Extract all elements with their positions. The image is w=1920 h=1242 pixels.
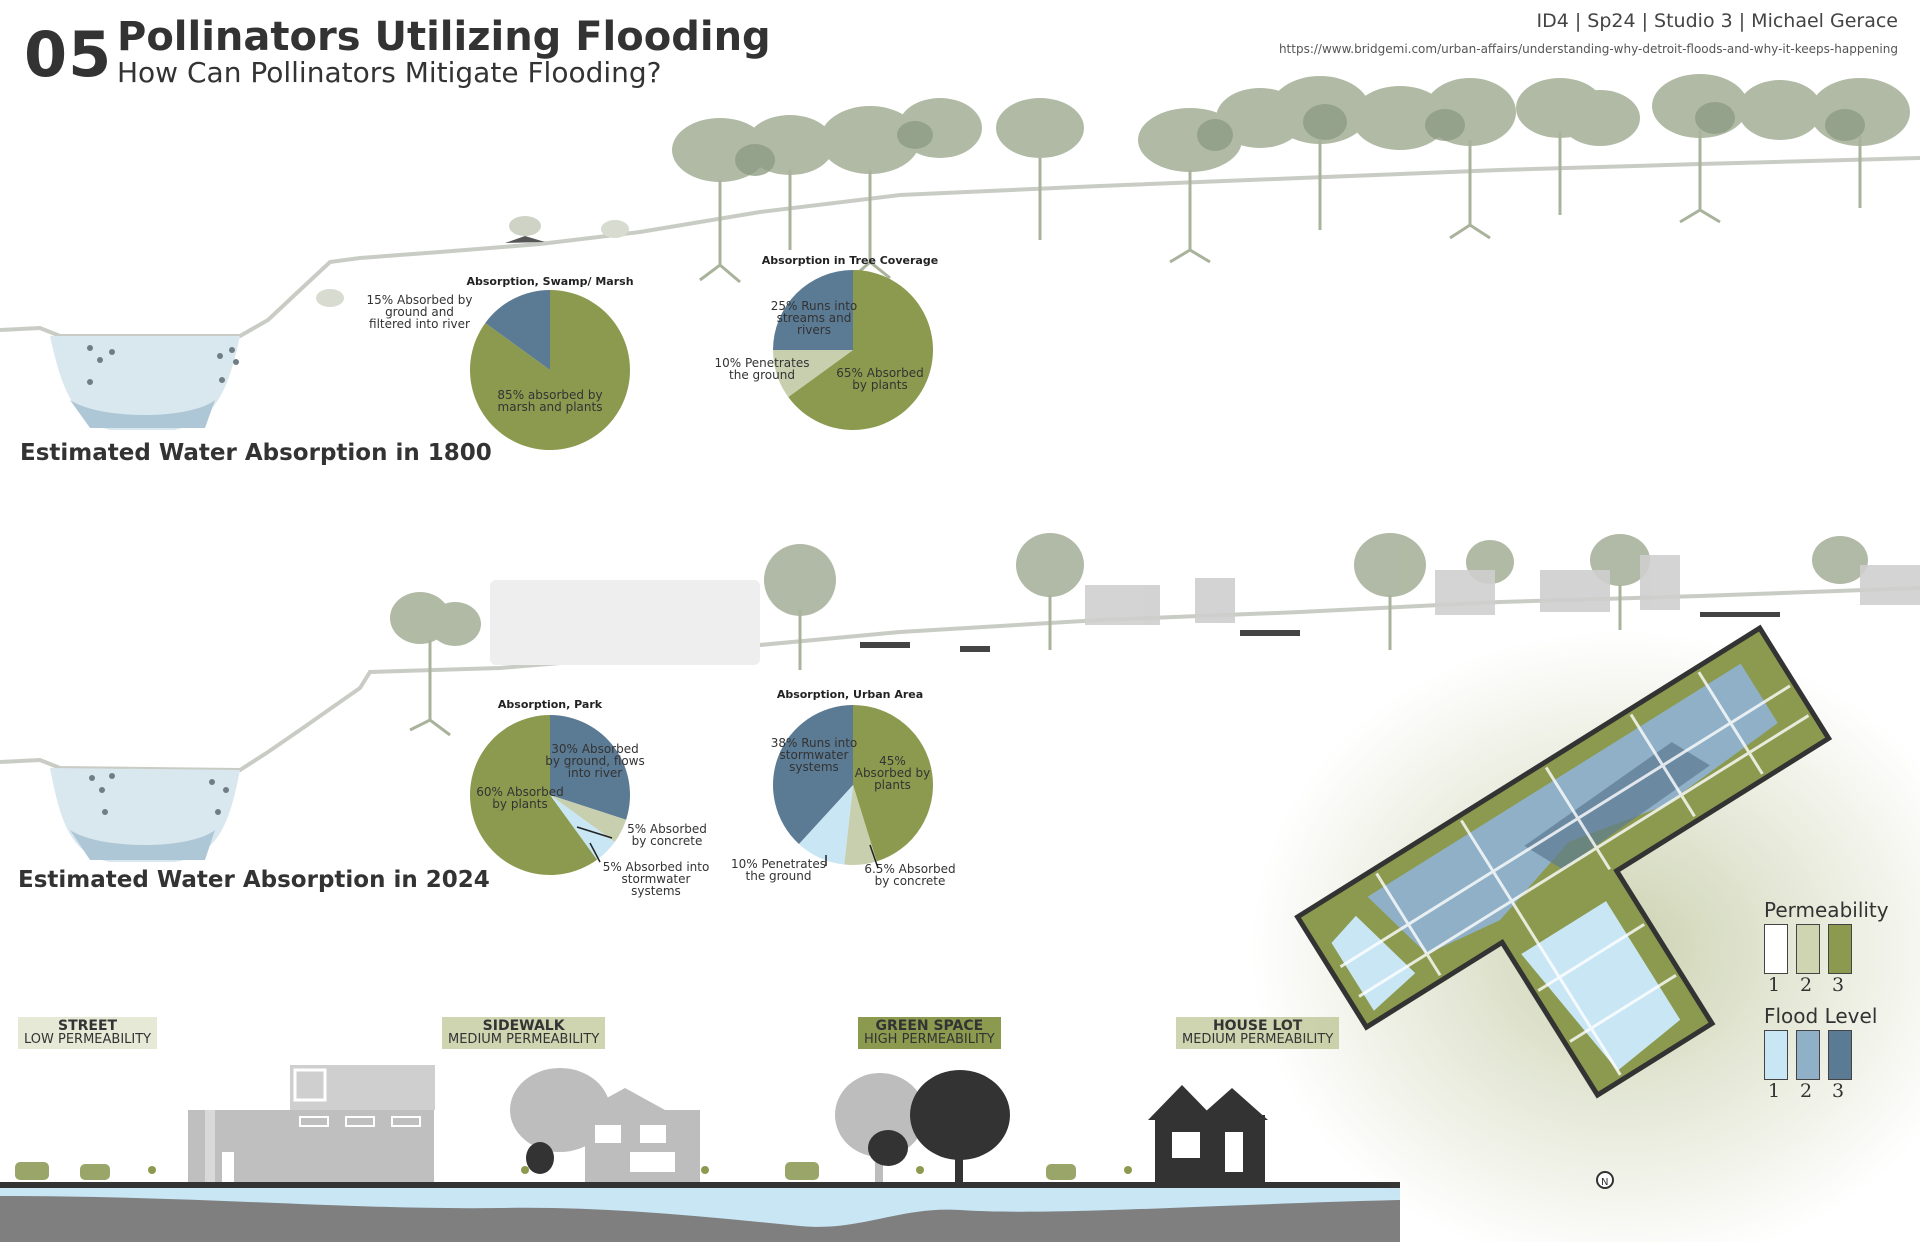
pie3-label-stormwater: 5% Absorbed into stormwater systems — [602, 860, 710, 898]
zone-green-space-name: GREEN SPACE — [875, 1018, 984, 1034]
svg-text:N: N — [1601, 1177, 1608, 1188]
pie4-label-plants: 45% Absorbed by plants — [854, 754, 931, 792]
pie2-label-ground: 10% Penetrates the ground — [714, 356, 810, 382]
legend-flood-swatch-2 — [1796, 1030, 1820, 1080]
legend-perm-label-3: 3 — [1832, 974, 1845, 996]
pie3-slice-2 — [550, 795, 627, 843]
pie4-slice-1 — [853, 705, 934, 862]
zone-green-space: GREEN SPACE HIGH PERMEABILITY — [858, 1017, 1001, 1049]
era-title-1800: Estimated Water Absorption in 1800 — [20, 440, 492, 466]
page-subtitle: How Can Pollinators Mitigate Flooding? — [117, 56, 662, 89]
pie4-slice-3 — [798, 785, 853, 865]
pie1-label-marsh: 85% absorbed by marsh and plants — [497, 388, 603, 414]
section-number: 05 — [24, 18, 113, 91]
pie4-label-stormwater: 38% Runs into stormwater systems — [770, 736, 858, 774]
pie-title-swamp: Absorption, Swamp/ Marsh — [466, 275, 634, 288]
zone-sidewalk-permeability: MEDIUM PERMEABILITY — [448, 1032, 600, 1047]
pie3-label-river: 30% Absorbed by ground, flows into river — [545, 742, 645, 780]
legend-flood-label-1: 1 — [1768, 1080, 1781, 1102]
pie3-slice-1 — [550, 715, 630, 820]
pie-title-tree: Absorption in Tree Coverage — [761, 254, 939, 267]
legend-perm-swatch-3 — [1828, 924, 1852, 974]
zone-sidewalk-name: SIDEWALK — [482, 1018, 565, 1034]
legend-perm-label-2: 2 — [1800, 974, 1813, 996]
legend-perm-swatch-2 — [1796, 924, 1820, 974]
pie4-slice-2 — [844, 785, 877, 866]
zone-street-permeability: LOW PERMEABILITY — [24, 1032, 152, 1047]
pie2-slice-1 — [788, 270, 933, 431]
legend-flood-label-2: 2 — [1800, 1080, 1813, 1102]
pie3-slice-4 — [470, 715, 598, 875]
pie4-label-concrete: 6.5% Absorbed by concrete — [864, 862, 956, 888]
zone-sidewalk: SIDEWALK MEDIUM PERMEABILITY — [442, 1017, 606, 1049]
pie3-slice-3 — [550, 795, 615, 860]
legend-permeability-title: Permeability — [1764, 898, 1889, 922]
course-credit: ID4 | Sp24 | Studio 3 | Michael Gerace — [1536, 10, 1898, 32]
pie2-label-streams: 25% Runs into streams and rivers — [770, 299, 858, 337]
source-url: https://www.bridgemi.com/urban-affairs/u… — [1278, 42, 1898, 56]
zone-street: STREET LOW PERMEABILITY — [18, 1017, 158, 1049]
pie2-slice-2 — [773, 350, 853, 398]
legend-flood-swatch-3 — [1828, 1030, 1852, 1080]
pie3-label-plants: 60% Absorbed by plants — [476, 785, 564, 811]
pie-title-urban: Absorption, Urban Area — [776, 688, 924, 701]
pie3-label-concrete: 5% Absorbed by concrete — [627, 822, 707, 848]
legend-perm-label-1: 1 — [1768, 974, 1781, 996]
pie4-label-ground: 10% Penetrates the ground — [731, 857, 826, 883]
river-2024 — [50, 768, 240, 862]
pie2-label-plants: 65% Absorbed by plants — [836, 366, 924, 392]
groundwater — [0, 1186, 1400, 1227]
pie2-slice-3 — [773, 270, 853, 350]
building-outline — [490, 580, 760, 665]
pie1-label-ground: 15% Absorbed by ground and filtered into… — [366, 293, 473, 331]
north-arrow-icon — [1596, 1171, 1614, 1189]
pie-title-park: Absorption, Park — [497, 698, 603, 711]
legend-flood-label-3: 3 — [1832, 1080, 1845, 1102]
zone-green-space-permeability: HIGH PERMEABILITY — [864, 1032, 995, 1047]
pie4-slice-4 — [773, 705, 853, 844]
legend-perm-swatch-1 — [1764, 924, 1788, 974]
zone-street-name: STREET — [58, 1018, 118, 1034]
legend-flood-swatch-1 — [1764, 1030, 1788, 1080]
ground-2024 — [0, 586, 1920, 773]
page-title: Pollinators Utilizing Flooding — [117, 14, 771, 60]
legend-flood-title: Flood Level — [1764, 1004, 1878, 1028]
era-title-2024: Estimated Water Absorption in 2024 — [18, 867, 490, 893]
pie1-slice-2 — [485, 290, 550, 370]
